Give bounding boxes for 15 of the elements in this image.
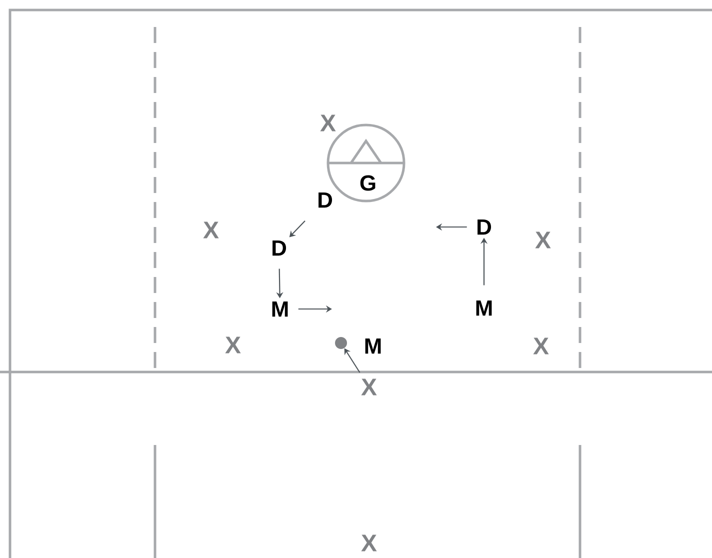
- opponent-marker: X: [361, 534, 377, 552]
- opponent-marker: X: [361, 378, 377, 396]
- opponent-marker: X: [320, 114, 336, 132]
- player-letter: D: [272, 240, 286, 256]
- opponent-marker: X: [535, 232, 551, 248]
- opponent-marker: X: [533, 338, 549, 354]
- player-letter: M: [272, 301, 288, 317]
- player-letter: D: [478, 219, 492, 235]
- ball: [335, 337, 347, 349]
- player-letter: M: [365, 338, 381, 354]
- opponent-marker: X: [225, 336, 241, 354]
- player-letter: D: [318, 192, 332, 208]
- opponent-marker: X: [203, 222, 219, 238]
- goalie-letter: G: [360, 175, 376, 191]
- player-letter: M: [476, 300, 492, 316]
